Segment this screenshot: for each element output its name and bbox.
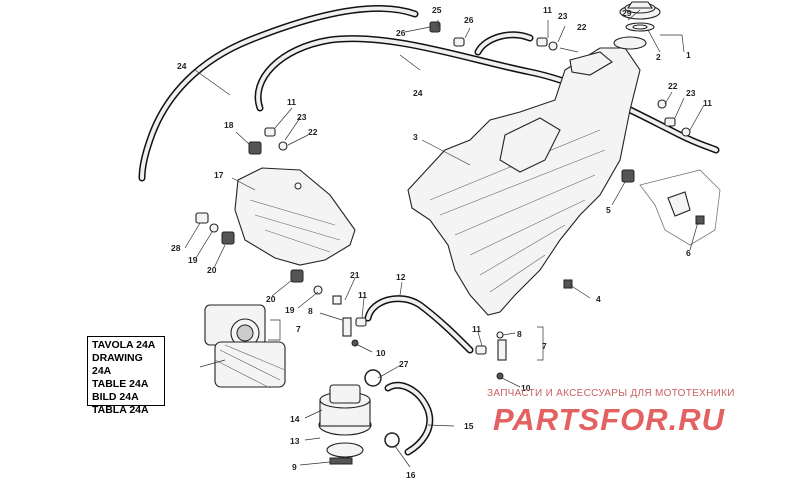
callout-c28: 28 xyxy=(171,243,181,253)
callout-c19b: 19 xyxy=(285,305,295,315)
fuel-cap xyxy=(619,1,661,32)
callout-c6: 6 xyxy=(686,248,691,258)
hose-short-top xyxy=(474,31,534,56)
hose-15 xyxy=(384,381,434,456)
callout-c7b: 7 xyxy=(542,341,547,351)
callout-c25: 25 xyxy=(432,5,442,15)
callout-c11c: 11 xyxy=(287,97,296,107)
callout-c24a: 24 xyxy=(177,61,187,71)
callout-c27: 27 xyxy=(399,359,409,369)
callout-c19a: 19 xyxy=(188,255,198,265)
carburetor xyxy=(204,304,286,389)
callout-c12: 12 xyxy=(396,272,406,282)
ref-line-fr: TABLE 24A xyxy=(92,378,149,390)
callout-c3: 3 xyxy=(413,132,418,142)
ref-line-it: TAVOLA 24A xyxy=(92,339,156,351)
callout-c5: 5 xyxy=(606,205,611,215)
callout-c22c: 22 xyxy=(308,127,318,137)
small-fittings xyxy=(195,21,705,448)
callout-c21: 21 xyxy=(350,270,360,280)
callout-c26b: 26 xyxy=(464,15,474,25)
callout-c11a: 11 xyxy=(543,5,552,15)
callout-c23a: 23 xyxy=(558,11,568,21)
fuel-tank xyxy=(407,36,647,316)
watermark-logo: PARTSFOR.RU xyxy=(493,402,726,437)
callout-c20a: 20 xyxy=(207,265,217,275)
callout-c10b: 10 xyxy=(521,383,531,393)
drawing-reference-box: TAVOLA 24A DRAWING 24A TABLE 24A BILD 24… xyxy=(87,336,165,416)
callout-c16: 16 xyxy=(406,470,416,480)
ref-line-de: BILD 24A xyxy=(92,391,139,403)
callout-c10a: 10 xyxy=(376,348,386,358)
callout-c29: 29 xyxy=(622,8,632,18)
callout-c23b: 23 xyxy=(686,88,696,98)
callout-c14: 14 xyxy=(290,414,300,424)
fuel-pump xyxy=(318,384,372,465)
callout-c20b: 20 xyxy=(266,294,276,304)
leader-lines xyxy=(184,9,705,468)
callout-c23c: 23 xyxy=(297,112,307,122)
hose-12 xyxy=(364,295,474,354)
ref-line-en: DRAWING 24A xyxy=(92,352,143,377)
callout-c18: 18 xyxy=(224,120,234,130)
canister xyxy=(234,167,356,266)
callout-c11d: 11 xyxy=(358,290,367,300)
callout-c9: 9 xyxy=(292,462,297,472)
callout-labels: 25 26 26 11 23 22 29 2 1 3 4 5 6 22 23 1… xyxy=(171,5,712,480)
callout-c4: 4 xyxy=(596,294,601,304)
callout-c22a: 22 xyxy=(577,22,587,32)
callout-c7a: 7 xyxy=(296,324,301,334)
callout-c24b: 24 xyxy=(413,88,423,98)
callout-c11b: 11 xyxy=(703,98,712,108)
ref-line-es: TABLA 24A xyxy=(92,404,149,416)
callout-c8a: 8 xyxy=(308,306,313,316)
callout-c1: 1 xyxy=(686,50,691,60)
callout-c26a: 26 xyxy=(396,28,406,38)
watermark-caption: ЗАПЧАСТИ И АКСЕССУАРЫ ДЛЯ МОТОТЕХНИКИ xyxy=(487,388,735,399)
breather-hose-24-left xyxy=(138,5,419,182)
callout-c17: 17 xyxy=(214,170,224,180)
frame-bracket xyxy=(621,169,721,246)
callout-c8b: 8 xyxy=(517,329,522,339)
callout-c2: 2 xyxy=(656,52,661,62)
breather-hose-24-right xyxy=(254,35,720,154)
callout-c22b: 22 xyxy=(668,81,678,91)
callout-c13: 13 xyxy=(290,436,300,446)
callout-c11e: 11 xyxy=(472,324,481,334)
callout-c15: 15 xyxy=(464,421,474,431)
